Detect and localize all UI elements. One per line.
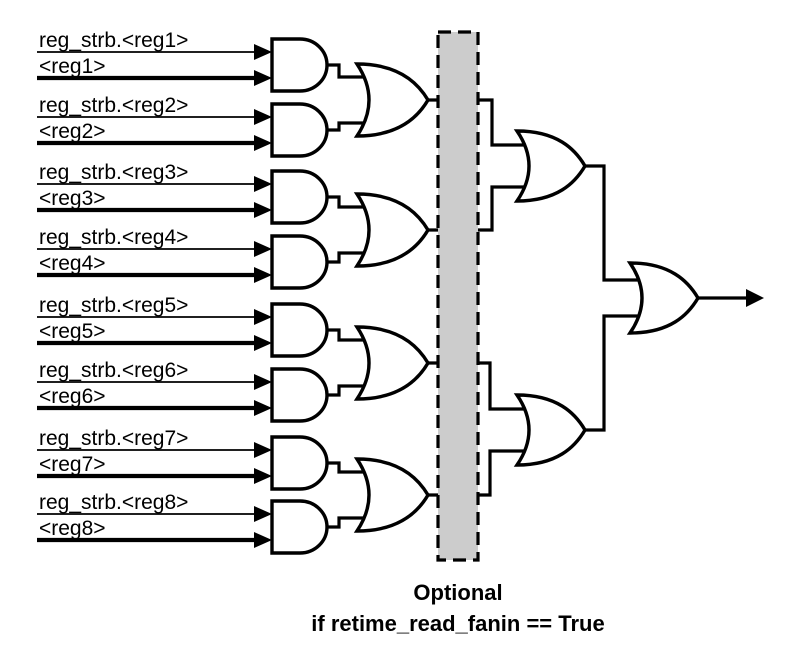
and-gate-4 [270, 234, 329, 290]
wire-arrowhead [254, 202, 272, 218]
data-label: <reg8> [39, 517, 106, 540]
stage2-or-gates [353, 62, 430, 533]
wire-arrowhead [254, 442, 272, 458]
strobe-label: reg_strb.<reg3> [39, 161, 188, 184]
and-gate-1 [270, 37, 329, 93]
input-row-6: reg_strb.<reg6> <reg6> [37, 359, 272, 416]
and-gate-8 [270, 499, 329, 555]
and-gate-3 [270, 169, 329, 225]
stage3-wires [478, 98, 764, 497]
input-row-8: reg_strb.<reg8> <reg8> [37, 491, 272, 548]
wire-arrowhead [254, 267, 272, 283]
input-row-7: reg_strb.<reg7> <reg7> [37, 427, 272, 484]
wire-arrowhead [254, 70, 272, 86]
caption-line2: if retime_read_fanin == True [311, 611, 604, 636]
strobe-label: reg_strb.<reg5> [39, 294, 188, 317]
or-gate-3 [353, 325, 430, 401]
wire-arrowhead [254, 374, 272, 390]
data-label: <reg6> [39, 385, 106, 408]
regbox-to-or5-top-wire [478, 98, 537, 147]
data-label: <reg2> [39, 120, 106, 143]
regbox-to-or6-top-wire [478, 361, 537, 411]
final-or-gate [626, 261, 700, 335]
input-row-3: reg_strb.<reg3> <reg3> [37, 161, 272, 218]
and-gate-2 [270, 102, 329, 158]
input-rows: reg_strb.<reg1> <reg1> reg_strb.<reg2> <… [37, 29, 272, 548]
strobe-label: reg_strb.<reg2> [39, 94, 188, 117]
regbox-to-or6-bottom-wire [478, 449, 537, 497]
or-gate-5 [513, 129, 587, 203]
input-row-1: reg_strb.<reg1> <reg1> [37, 29, 272, 86]
or5-to-final-wire [577, 164, 650, 282]
wire-arrowhead [254, 109, 272, 125]
or6-to-final-wire [577, 314, 650, 432]
and-gate-5 [270, 302, 329, 358]
or-gate-1 [353, 62, 430, 138]
wire-arrowhead [254, 44, 272, 60]
wire-arrowhead [254, 468, 272, 484]
wire-arrowhead [254, 309, 272, 325]
input-row-5: reg_strb.<reg5> <reg5> [37, 294, 272, 351]
wire-arrowhead [254, 532, 272, 548]
data-label: <reg1> [39, 55, 106, 78]
wire-arrowhead [254, 135, 272, 151]
and-gate-7 [270, 435, 329, 491]
regbox-to-or5-bottom-wire [478, 185, 537, 232]
optional-register-stage-box [436, 30, 480, 562]
strobe-label: reg_strb.<reg8> [39, 491, 188, 514]
stage3-or-gates [513, 129, 587, 467]
or-gate-4 [353, 457, 430, 533]
data-label: <reg3> [39, 187, 106, 210]
input-row-2: reg_strb.<reg2> <reg2> [37, 94, 272, 151]
and-gate-6 [270, 367, 329, 423]
caption-line1: Optional [413, 580, 502, 605]
caption: Optional if retime_read_fanin == True [311, 580, 604, 636]
wire-arrowhead [254, 506, 272, 522]
strobe-label: reg_strb.<reg6> [39, 359, 188, 382]
wire-arrowhead [254, 335, 272, 351]
wire-arrowhead [254, 400, 272, 416]
data-label: <reg4> [39, 252, 106, 275]
data-label: <reg5> [39, 320, 106, 343]
data-label: <reg7> [39, 453, 106, 476]
wire-arrowhead [254, 176, 272, 192]
strobe-label: reg_strb.<reg4> [39, 226, 188, 249]
and-gates [270, 37, 329, 555]
strobe-label: reg_strb.<reg1> [39, 29, 188, 52]
or-gate-2 [353, 192, 430, 268]
wire-arrowhead [254, 241, 272, 257]
output-arrowhead [746, 289, 764, 307]
or-gate-6 [513, 393, 587, 467]
strobe-label: reg_strb.<reg7> [39, 427, 188, 450]
input-row-4: reg_strb.<reg4> <reg4> [37, 226, 272, 283]
